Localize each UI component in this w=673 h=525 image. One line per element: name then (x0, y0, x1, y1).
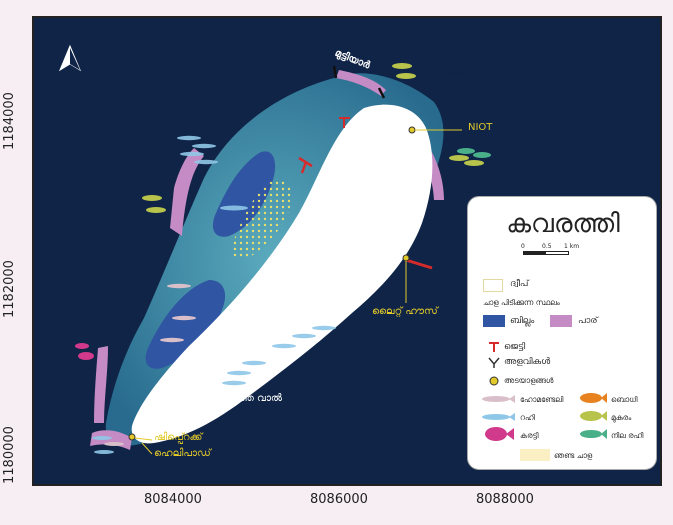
legend-billam: ബില്ലം (510, 316, 535, 326)
landmark-niot (408, 126, 416, 134)
reef-flat-south (94, 346, 108, 423)
dam-mark-1 (332, 65, 338, 79)
fish-mukuram-icon (580, 411, 607, 421)
landmark-icon (489, 376, 499, 386)
fish-bodhi-icon (580, 393, 607, 403)
label-wall: മുറിഞ്ഞ വാൽ (219, 393, 283, 404)
billam-south (145, 280, 226, 369)
fish-mukuram-schools-icon (142, 63, 484, 213)
y-axis-label-1184000: 1184000 (2, 92, 17, 150)
x-axis-label-8084000: 8084000 (144, 492, 202, 507)
fish-kanthi-schools-icon (75, 343, 94, 360)
fish-hawk-icon (482, 395, 515, 403)
shipwreck-leader (134, 437, 153, 441)
label-shipwreck: ഷിപ്പ്റെക്ക് (154, 432, 203, 443)
legend-paar: പാര് (578, 316, 598, 326)
reef-flat-top (336, 70, 386, 96)
legend-jetty: ജെട്ടി (504, 342, 526, 352)
legend-fishing-area: ചാള പിടിക്കുന്ന സ്ഥലം (483, 298, 560, 307)
legend-rahi: റഹി (520, 413, 535, 422)
legend-island: ദ്വീപ് (510, 279, 529, 289)
chala-zone (232, 179, 293, 260)
dam-mark-2 (377, 87, 386, 99)
legend-hawk: ഹോമണ്ടേലി (520, 395, 564, 404)
billam-swatch (483, 315, 505, 327)
scale-bar-white (545, 251, 569, 255)
jetty-3 (405, 258, 433, 270)
dam-icon (488, 357, 500, 368)
label-lighthouse: ലൈറ്റ് ഹൗസ് (372, 306, 438, 317)
fish-kanthi-icon (485, 427, 514, 441)
landmark-lighthouse (402, 254, 410, 262)
legend-kanthi: കരട്ടി (520, 431, 539, 440)
island (131, 104, 433, 444)
landmark-shipwreck (128, 433, 136, 441)
fish-nila-icon (580, 429, 607, 439)
x-axis-label-8086000: 8086000 (310, 492, 368, 507)
reef-flat-west (170, 148, 204, 236)
legend-bodhi: ബൊധി (611, 395, 638, 404)
scale-label-0-5: 0.5 (542, 243, 552, 250)
y-axis-label-1182000: 1182000 (2, 260, 17, 318)
billam-north (212, 151, 276, 237)
fish-hawk-schools-icon (104, 283, 196, 446)
fish-nila-schools-icon (457, 148, 491, 158)
legend-dam: അളവികൾ (504, 357, 551, 367)
jetty-1 (339, 117, 350, 128)
scale-label-0: 0 (521, 243, 525, 250)
label-helipad: ഹെലിപാഡ് (154, 448, 211, 459)
fish-rahi-schools-icon (92, 135, 336, 454)
legend-nila-rahi: നില രഹി (611, 431, 644, 440)
helipad-leader (141, 442, 153, 455)
legend-title: കവരത്തി (506, 209, 620, 239)
scale-label-1km: 1 km (564, 243, 580, 250)
north-arrow-icon (58, 44, 82, 72)
jetty-2 (298, 156, 313, 174)
wall-dash (203, 389, 223, 411)
chala-swatch (520, 449, 550, 461)
jetty-icon (489, 342, 499, 352)
legend-mukuram: മുകുരം (611, 413, 632, 422)
label-niot: NIOT (468, 122, 493, 133)
x-axis-label-8088000: 8088000 (476, 492, 534, 507)
scale-annotation: 1:60,000 (442, 72, 465, 78)
y-axis-label-1180000: 1180000 (2, 426, 17, 484)
fish-rahi-icon (482, 413, 515, 421)
legend-landmarks: അടയാളങ്ങൾ (504, 376, 554, 385)
island-swatch (483, 279, 503, 292)
scale-bar-black (523, 251, 545, 255)
legend-panel: കവരത്തി 0 0.5 1 km ദ്വീപ് ചാള പിടിക്കുന്… (467, 196, 657, 470)
legend-chala: ഞണ്ട ചാള (554, 451, 593, 460)
paar-swatch (550, 315, 572, 327)
map-canvas (58, 44, 491, 455)
